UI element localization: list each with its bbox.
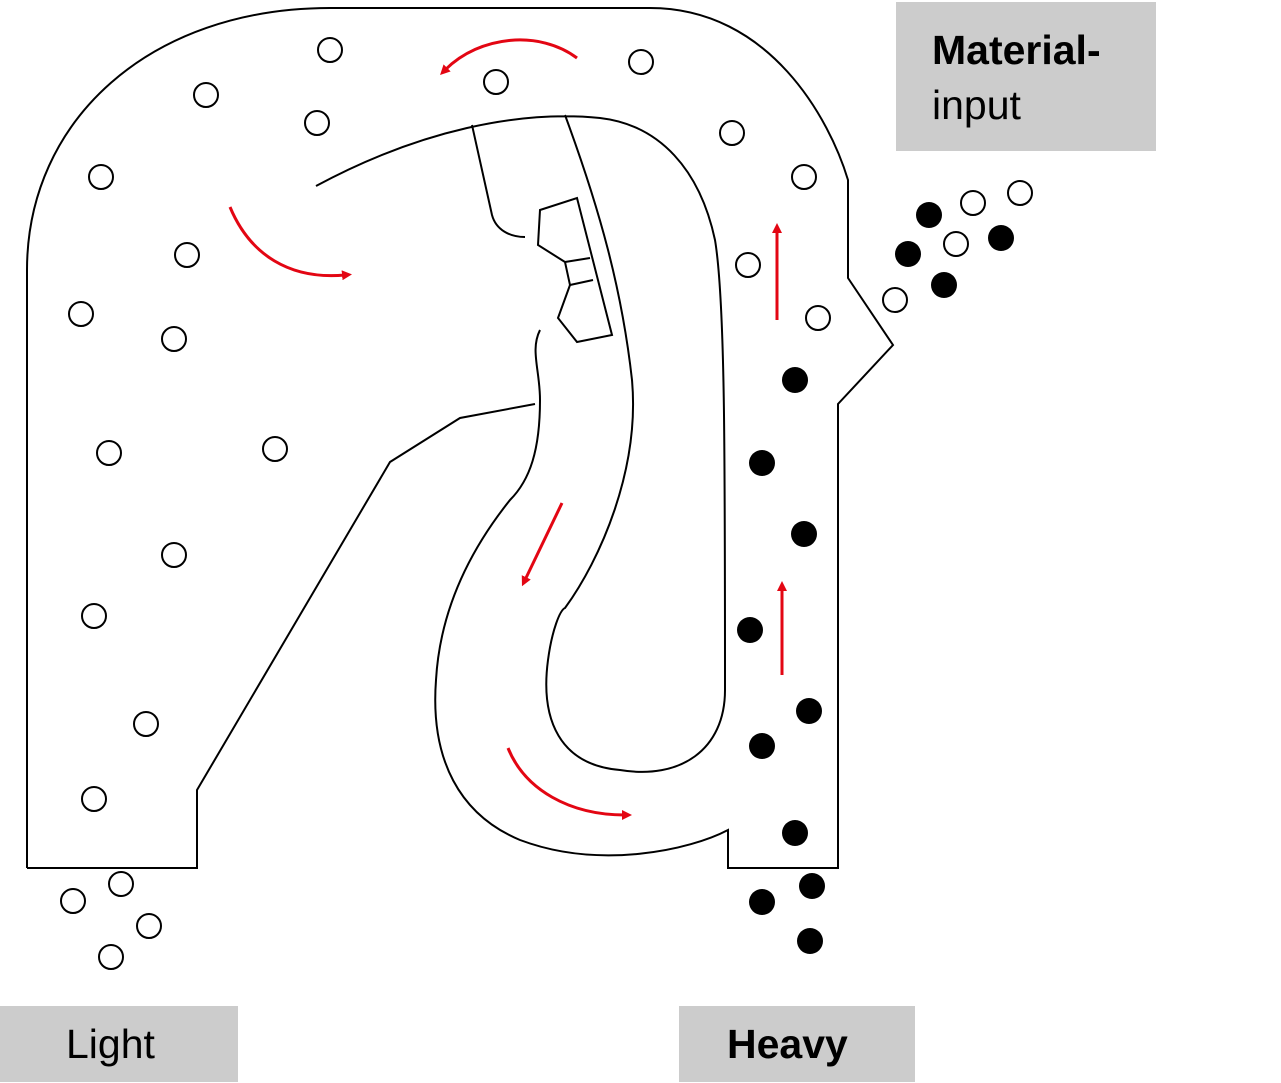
light-particle (628, 49, 654, 75)
light-particles (60, 37, 1033, 970)
material-input-label-line1: Material- (932, 27, 1101, 73)
light-output-label-box: Light (0, 1006, 238, 1082)
heavy-particle (931, 272, 957, 298)
heavy-particle (895, 241, 921, 267)
light-particle (791, 164, 817, 190)
heavy-particle (749, 450, 775, 476)
light-particle (88, 164, 114, 190)
light-particle (193, 82, 219, 108)
flow-arrow-top (440, 38, 578, 75)
light-particle (735, 252, 761, 278)
light-particle (161, 542, 187, 568)
flow-arrow-left (228, 206, 352, 281)
heavy-particle (749, 889, 775, 915)
light-particle (136, 913, 162, 939)
heavy-output-label-box: Heavy (679, 1006, 915, 1082)
light-particle (304, 110, 330, 136)
light-particle (317, 37, 343, 63)
light-particle (174, 242, 200, 268)
material-input-label-line2: input (932, 82, 1021, 128)
heavy-particle (782, 820, 808, 846)
heavy-particle (749, 733, 775, 759)
flow-arrows (228, 38, 787, 820)
light-particle (60, 888, 86, 914)
light-particle (161, 326, 187, 352)
light-particle (262, 436, 288, 462)
light-particle (882, 287, 908, 313)
flow-arrow-down (521, 502, 564, 587)
light-particle (805, 305, 831, 331)
light-particle (96, 440, 122, 466)
light-particle (943, 231, 969, 257)
housing-outline (26, 7, 895, 869)
heavy-output-label: Heavy (727, 1021, 848, 1067)
heavy-particle (916, 202, 942, 228)
heavy-particle (791, 521, 817, 547)
heavy-particle (782, 367, 808, 393)
light-output-label: Light (66, 1021, 155, 1067)
heavy-particle (796, 698, 822, 724)
light-particle (81, 603, 107, 629)
light-particle (98, 944, 124, 970)
light-particle (483, 69, 509, 95)
flow-arrow-bottom (506, 747, 632, 820)
heavy-particle (799, 873, 825, 899)
light-particle (133, 711, 159, 737)
heavy-particle (988, 225, 1014, 251)
heavy-particle (737, 617, 763, 643)
light-particle (108, 871, 134, 897)
light-particle (81, 786, 107, 812)
heavy-particles (737, 202, 1014, 954)
light-particle (1007, 180, 1033, 206)
light-particle (68, 301, 94, 327)
heavy-particle (797, 928, 823, 954)
material-input-label-box: Material- input (896, 2, 1156, 151)
light-particle (719, 120, 745, 146)
light-particle (960, 190, 986, 216)
